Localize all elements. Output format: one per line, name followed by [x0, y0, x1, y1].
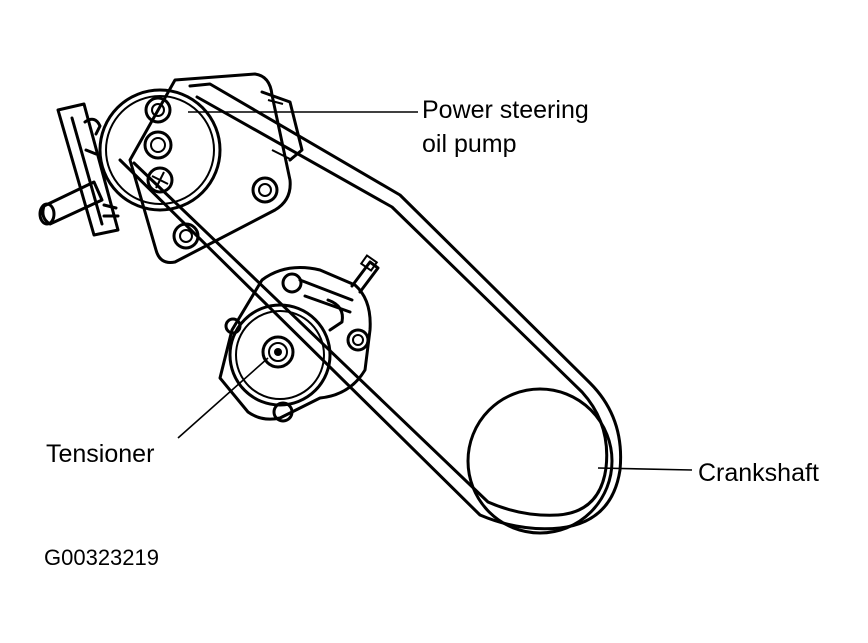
- tensioner: [218, 254, 380, 423]
- power-steering-pump-label: Power steering oil pump: [422, 93, 589, 161]
- crankshaft-label: Crankshaft: [698, 459, 819, 487]
- tensioner-label: Tensioner: [46, 440, 155, 468]
- power-steering-label-line2: oil pump: [422, 130, 517, 158]
- leader-tensioner: [177, 357, 269, 439]
- figure-id: G00323219: [44, 545, 159, 570]
- drive-belt: [118, 82, 623, 531]
- power-steering-pump: [38, 72, 304, 264]
- crankshaft-pulley: [466, 387, 614, 535]
- leader-crankshaft: [597, 467, 693, 471]
- leader-lines: [177, 111, 693, 471]
- power-steering-label-line1: Power steering: [422, 96, 589, 124]
